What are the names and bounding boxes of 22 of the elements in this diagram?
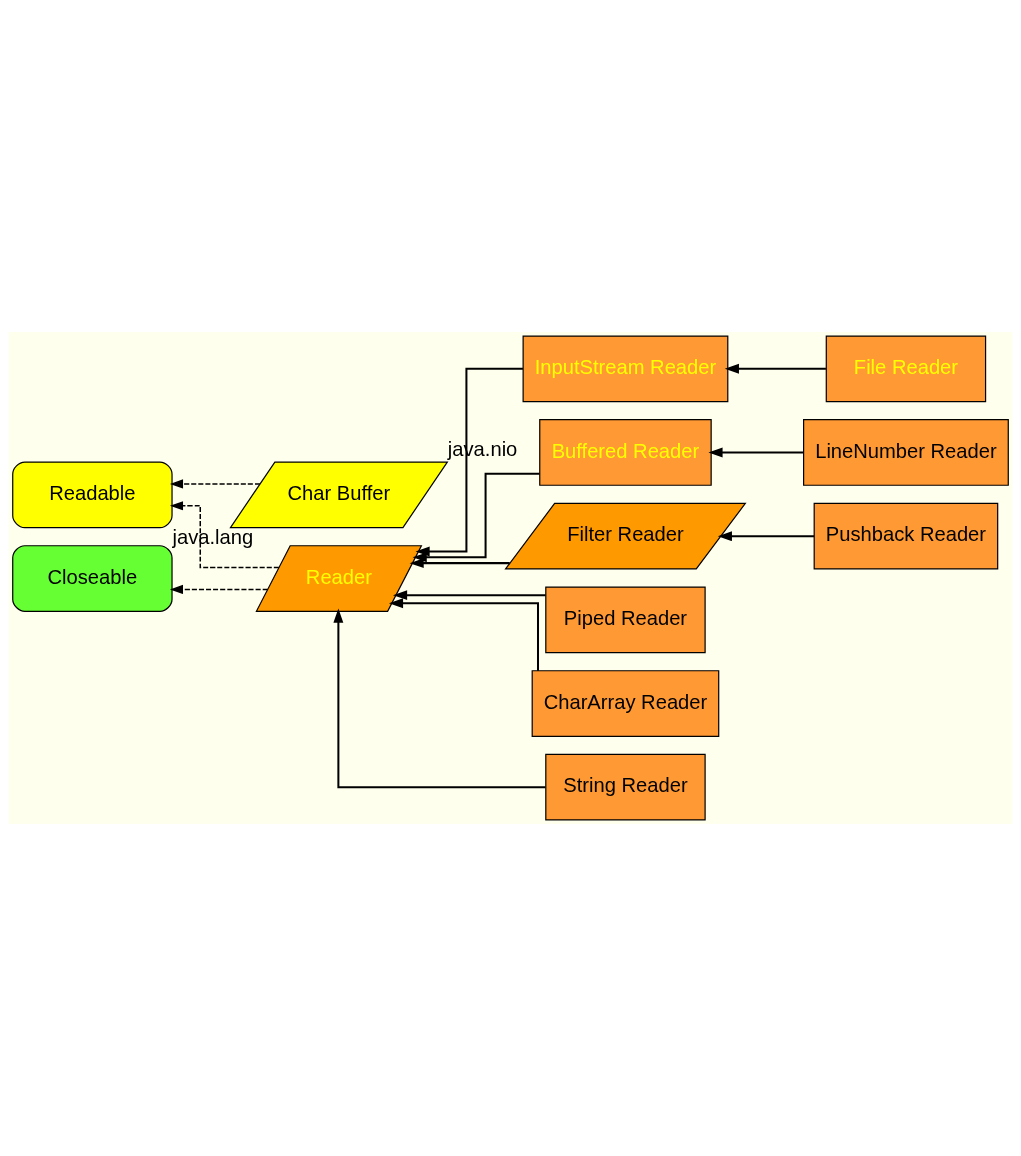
arrow: [409, 558, 510, 569]
arrow: [388, 598, 539, 671]
node-box: File Reader: [825, 335, 987, 403]
arrow: [412, 472, 540, 563]
arrow: [333, 608, 546, 789]
arrow: [169, 501, 280, 569]
node-box: String Reader: [545, 753, 706, 821]
arrow: [708, 447, 804, 458]
node-box: Buffered Reader: [539, 419, 712, 486]
arrow: [717, 531, 815, 542]
node-box: InputStream Reader: [522, 335, 729, 403]
arrow: [393, 590, 546, 601]
node-box: Readable: [12, 461, 173, 529]
arrow: [169, 584, 269, 594]
arrow: [415, 367, 523, 557]
node-box: Pushback Reader: [813, 502, 999, 570]
node-box: CharArray Reader: [531, 670, 720, 737]
node-box: Closeable: [12, 545, 173, 612]
node-box: LineNumber Reader: [803, 419, 1009, 486]
arrow: [169, 479, 261, 489]
node-box: Piped Reader: [545, 586, 706, 654]
arrow: [724, 363, 826, 374]
